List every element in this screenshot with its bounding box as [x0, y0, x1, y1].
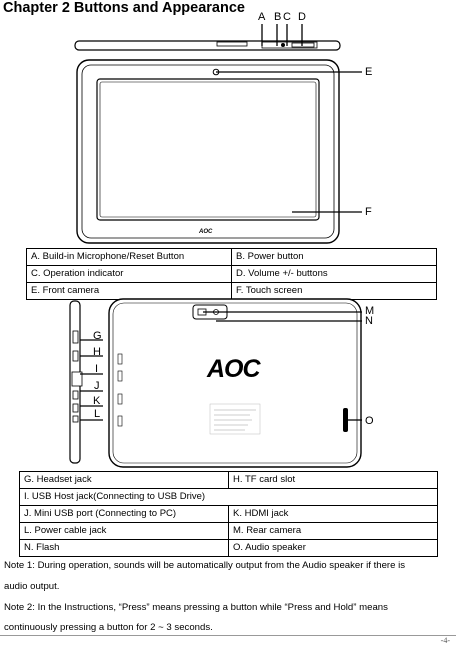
table-cell: L. Power cable jack	[19, 522, 229, 540]
table-cell: O. Audio speaker	[228, 539, 438, 557]
tablet-top-edge	[74, 40, 341, 51]
table-cell: H. TF card slot	[228, 471, 438, 489]
table-cell: J. Mini USB port (Connecting to PC)	[19, 505, 229, 523]
callout-a: A	[258, 11, 266, 23]
table-cell: K. HDMI jack	[228, 505, 438, 523]
tablet-back-body	[108, 298, 362, 468]
callout-n: N	[365, 315, 373, 327]
back-brand-logo: AOC	[207, 355, 261, 383]
buttons-table-1: A. Build-in Microphone/Reset Button B. P…	[26, 248, 437, 300]
callout-k: K	[93, 395, 101, 407]
tablet-back-figure	[69, 298, 362, 468]
tablet-front-figure	[74, 24, 362, 244]
table-row: J. Mini USB port (Connecting to PC) K. H…	[19, 505, 438, 523]
table-cell: I. USB Host jack(Connecting to USB Drive…	[19, 488, 438, 506]
table-cell: G. Headset jack	[19, 471, 229, 489]
table-cell: D. Volume +/- buttons	[231, 265, 437, 283]
table-row: N. Flash O. Audio speaker	[19, 539, 438, 557]
table-cell: N. Flash	[19, 539, 229, 557]
note-1-line-1: Note 1: During operation, sounds will be…	[4, 560, 406, 571]
callout-m: M	[365, 305, 375, 317]
page-title: Chapter 2 Buttons and Appearance	[3, 0, 245, 16]
table-cell: A. Build-in Microphone/Reset Button	[26, 248, 232, 266]
footer-divider	[0, 635, 456, 636]
callout-d: D	[298, 11, 306, 23]
page-number: -4-	[440, 636, 450, 645]
note-1-line-2: audio output.	[4, 581, 60, 592]
table-cell: M. Rear camera	[228, 522, 438, 540]
callout-i: I	[95, 363, 99, 375]
callout-l: L	[94, 408, 101, 420]
callout-g: G	[93, 330, 102, 342]
front-brand-logo: AOC	[199, 229, 213, 235]
tablet-side-edge	[69, 300, 83, 464]
tablet-front-body	[76, 59, 340, 244]
callout-f: F	[365, 206, 372, 218]
table-cell: C. Operation indicator	[26, 265, 232, 283]
callout-j: J	[94, 380, 100, 392]
table-cell: B. Power button	[231, 248, 437, 266]
table-row: L. Power cable jack M. Rear camera	[19, 522, 438, 540]
note-2-line-1: Note 2: In the Instructions, “Press” mea…	[4, 602, 388, 613]
table-row: A. Build-in Microphone/Reset Button B. P…	[26, 248, 437, 266]
callout-c: C	[283, 11, 291, 23]
table-row: I. USB Host jack(Connecting to USB Drive…	[19, 488, 438, 506]
callout-b: B	[274, 11, 282, 23]
callout-h: H	[93, 346, 101, 358]
table-row: C. Operation indicator D. Volume +/- but…	[26, 265, 437, 283]
callout-o: O	[365, 415, 374, 427]
buttons-table-2: G. Headset jack H. TF card slot I. USB H…	[19, 471, 438, 557]
callout-e: E	[365, 66, 373, 78]
note-2-line-2: continuously pressing a button for 2 ~ 3…	[4, 622, 213, 633]
table-row: G. Headset jack H. TF card slot	[19, 471, 438, 489]
